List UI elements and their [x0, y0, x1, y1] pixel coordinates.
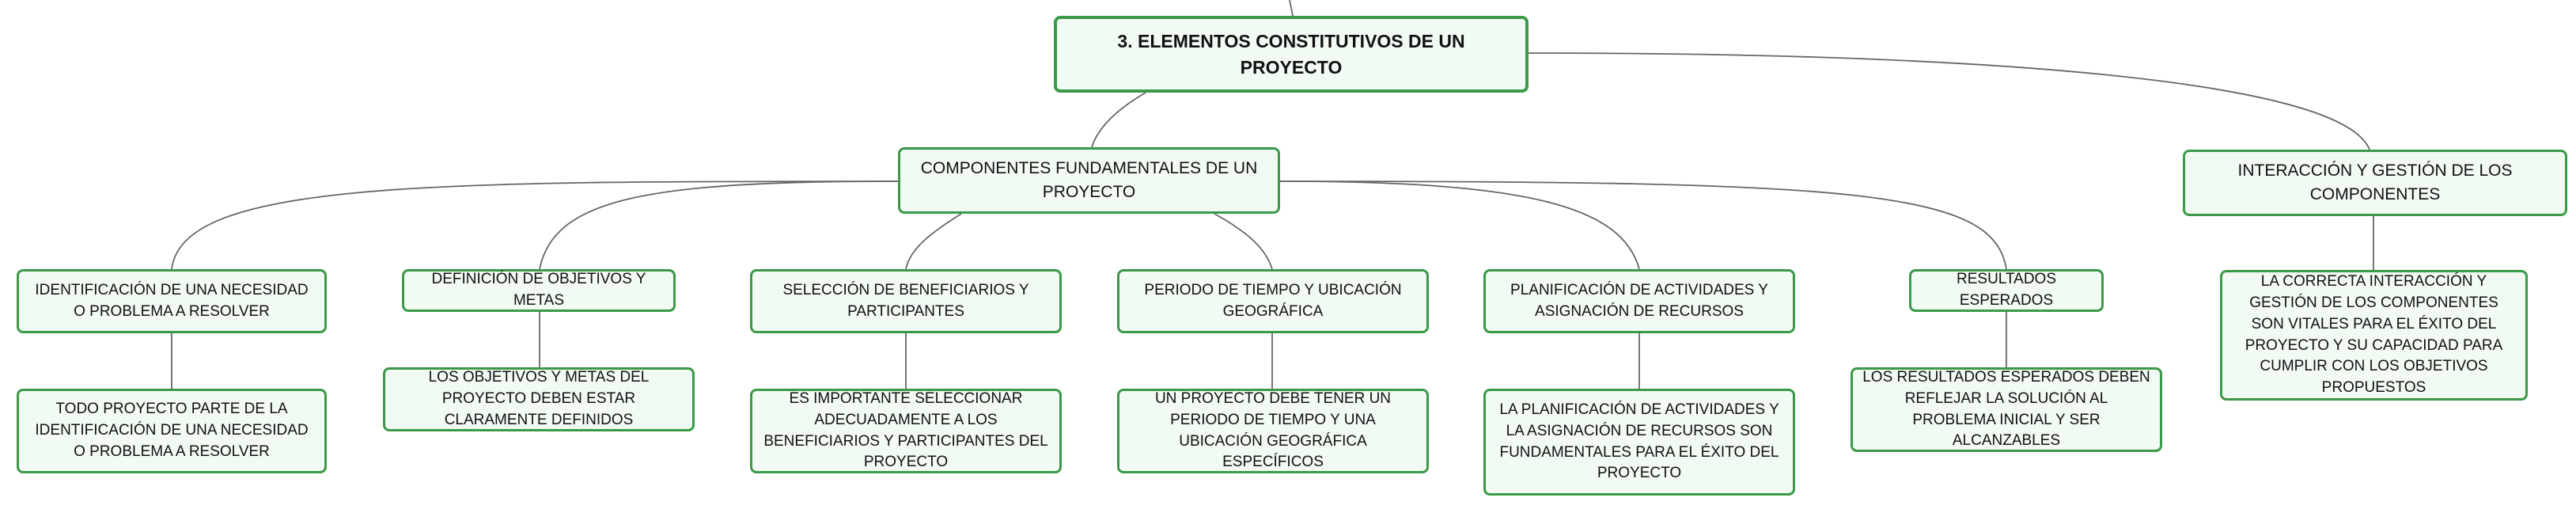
node-objetivos[interactable]: DEFINICIÓN DE OBJETIVOS Y METAS — [402, 269, 676, 312]
node-beneficiarios-detalle[interactable]: ES IMPORTANTE SELECCIONAR ADECUADAMENTE … — [750, 389, 1062, 473]
connector-componentes-resultados — [1279, 180, 2007, 270]
node-necesidad[interactable]: IDENTIFICACIÓN DE UNA NECESIDAD O PROBLE… — [17, 269, 327, 333]
node-root[interactable]: 3. ELEMENTOS CONSTITUTIVOS DE UN PROYECT… — [1054, 16, 1529, 93]
node-planificacion[interactable]: PLANIFICACIÓN DE ACTIVIDADES Y ASIGNACIÓ… — [1483, 269, 1795, 333]
connector-root-componentes — [1091, 92, 1146, 148]
node-resultados-detalle[interactable]: LOS RESULTADOS ESPERADOS DEBEN REFLEJAR … — [1851, 367, 2162, 452]
node-periodo-detalle[interactable]: UN PROYECTO DEBE TENER UN PERIODO DE TIE… — [1117, 389, 1429, 473]
connector-componentes-periodo — [1214, 213, 1273, 270]
node-resultados[interactable]: RESULTADOS ESPERADOS — [1909, 269, 2104, 312]
connector-componentes-objetivos — [539, 180, 899, 270]
node-periodo[interactable]: PERIODO DE TIEMPO Y UBICACIÓN GEOGRÁFICA — [1117, 269, 1429, 333]
node-objetivos-detalle[interactable]: LOS OBJETIVOS Y METAS DEL PROYECTO DEBEN… — [383, 367, 695, 431]
connector-root-interaccion — [1528, 52, 2370, 150]
node-interaccion-detalle[interactable]: LA CORRECTA INTERACCIÓN Y GESTIÓN DE LOS… — [2220, 270, 2528, 401]
connector-componentes-beneficiarios — [905, 213, 962, 270]
connector-parent-root — [1289, 0, 1294, 17]
node-planificacion-detalle[interactable]: LA PLANIFICACIÓN DE ACTIVIDADES Y LA ASI… — [1483, 389, 1795, 496]
node-componentes[interactable]: COMPONENTES FUNDAMENTALES DE UN PROYECTO — [898, 147, 1280, 214]
node-necesidad-detalle[interactable]: TODO PROYECTO PARTE DE LA IDENTIFICACIÓN… — [17, 389, 327, 473]
connector-componentes-planificacion — [1279, 180, 1640, 270]
node-beneficiarios[interactable]: SELECCIÓN DE BENEFICIARIOS Y PARTICIPANT… — [750, 269, 1062, 333]
node-interaccion[interactable]: INTERACCIÓN Y GESTIÓN DE LOS COMPONENTES — [2183, 150, 2567, 216]
connector-componentes-necesidad — [171, 180, 899, 270]
